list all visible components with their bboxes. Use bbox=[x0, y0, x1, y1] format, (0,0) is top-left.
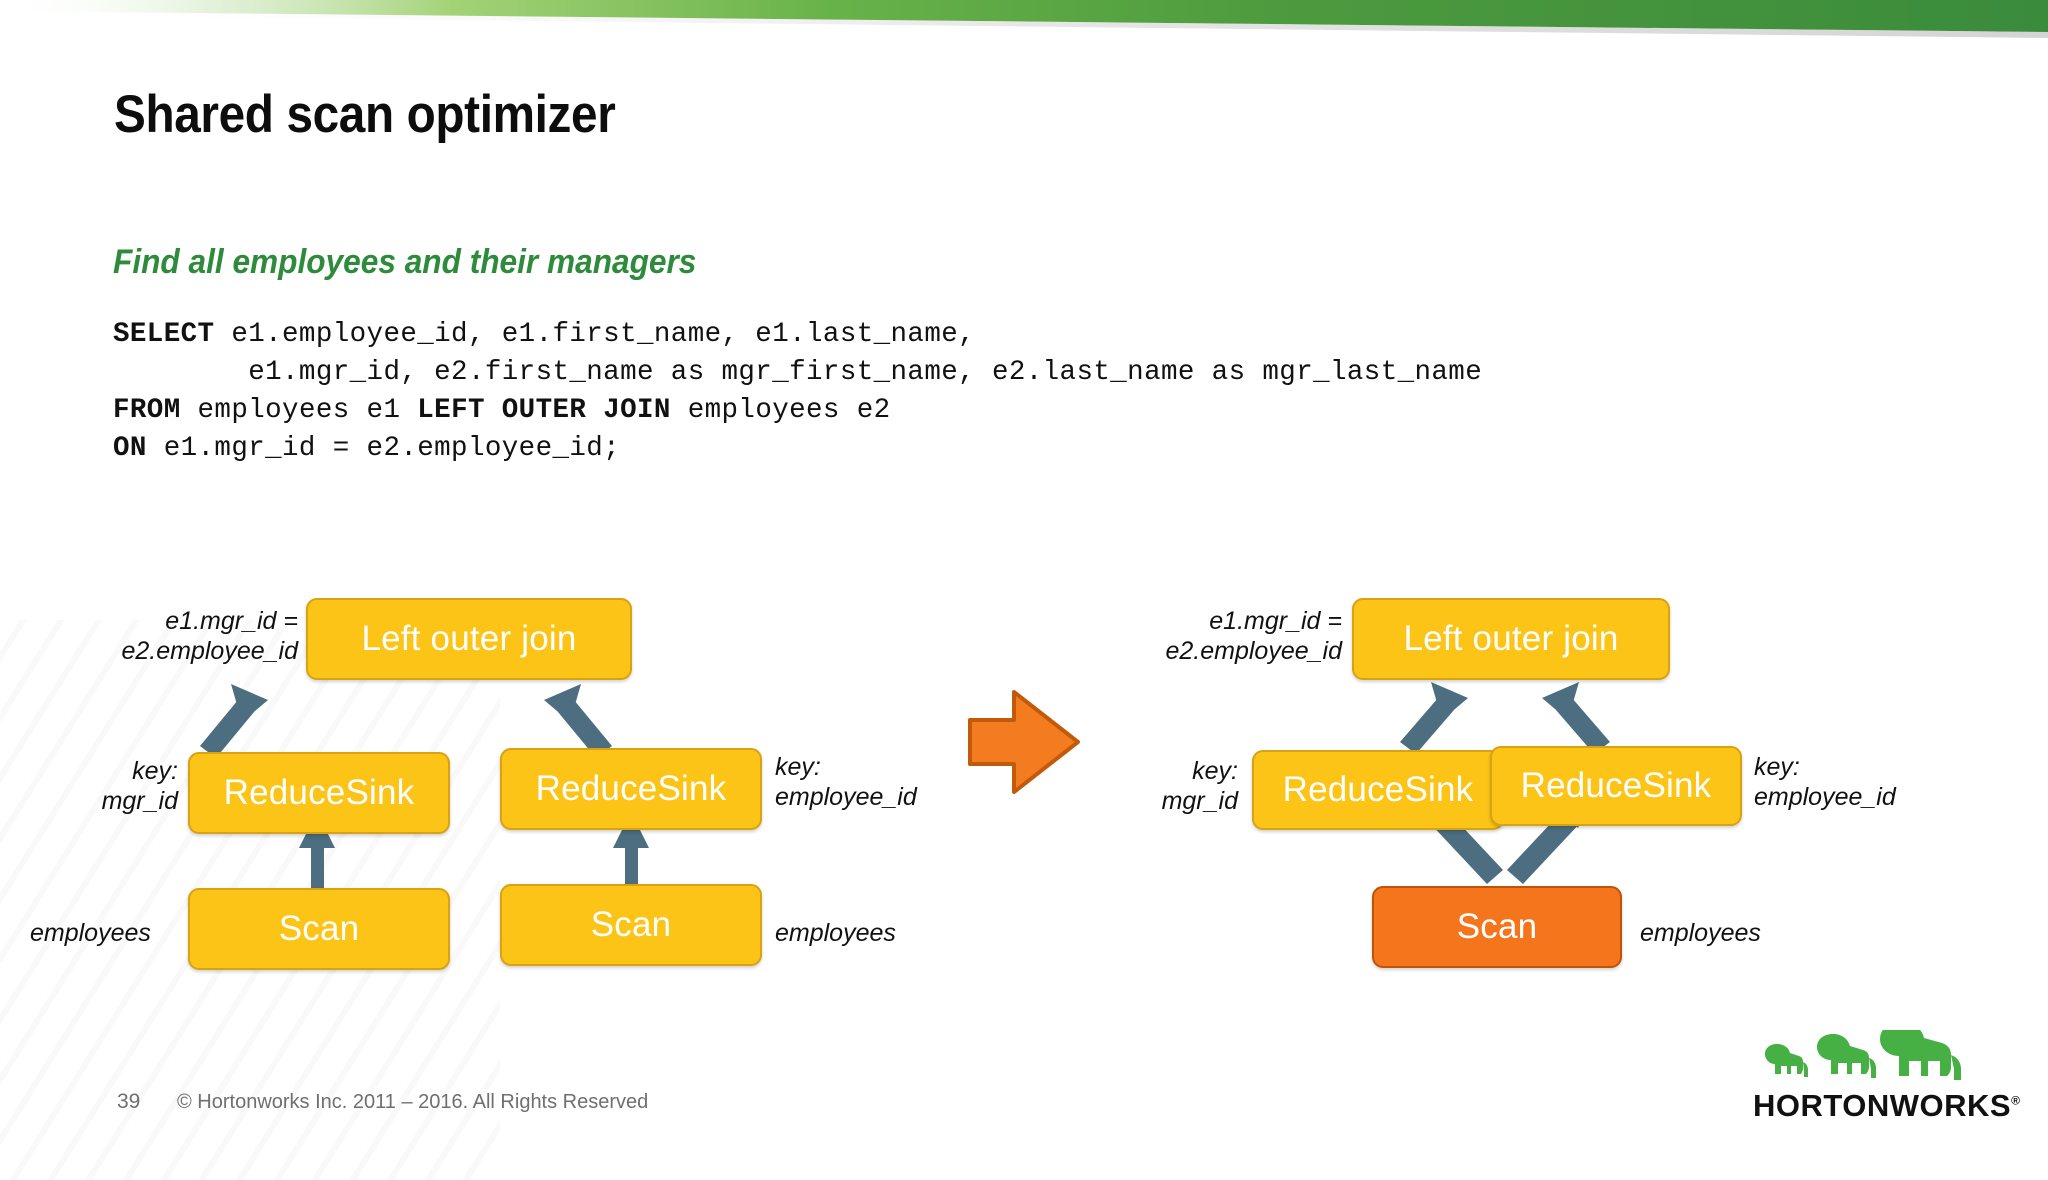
label-key-employee-id: key: employee_id bbox=[775, 752, 975, 812]
label-key-employee-id: key: employee_id bbox=[1754, 752, 1994, 812]
node-label: Left outer join bbox=[361, 619, 577, 658]
top-banner bbox=[0, 0, 2048, 46]
label-join-condition-line1: e1.mgr_id = bbox=[1209, 607, 1342, 635]
node-label: ReduceSink bbox=[223, 773, 415, 812]
node-label: Scan bbox=[590, 905, 672, 944]
footer-page-number: 39 bbox=[117, 1090, 141, 1113]
transition-arrow-icon bbox=[966, 682, 1082, 807]
sql-code-block: SELECT e1.employee_id, e1.first_name, e1… bbox=[113, 316, 1482, 468]
label-join-condition-line2: e2.employee_id bbox=[121, 637, 298, 665]
node-label: Scan bbox=[1456, 907, 1538, 946]
label-key-line1: key: bbox=[1754, 753, 1800, 781]
hortonworks-logo: HORTONWORKS® bbox=[1753, 1022, 2020, 1126]
node-scan-shared[interactable]: Scan bbox=[1372, 886, 1622, 968]
node-label: ReduceSink bbox=[1520, 766, 1712, 805]
sql-keyword-from: FROM bbox=[113, 395, 181, 426]
label-key-line2: employee_id bbox=[775, 783, 917, 811]
diagram-left-arrows bbox=[200, 684, 649, 898]
page-title: Shared scan optimizer bbox=[114, 85, 616, 144]
label-table-employees-left: employees bbox=[30, 919, 151, 947]
footer-copyright: © Hortonworks Inc. 2011 – 2016. All Righ… bbox=[177, 1091, 649, 1113]
label-key-mgr-id: key: mgr_id bbox=[18, 756, 178, 816]
node-left-outer-join[interactable]: Left outer join bbox=[1352, 598, 1670, 680]
node-label: Left outer join bbox=[1403, 619, 1619, 658]
sql-line1-body: e1.employee_id, e1.first_name, e1.last_n… bbox=[214, 319, 976, 350]
node-label: ReduceSink bbox=[535, 769, 727, 808]
label-key-line1: key: bbox=[775, 753, 821, 781]
node-scan-right[interactable]: Scan bbox=[500, 884, 762, 966]
node-reducesink-left[interactable]: ReduceSink bbox=[1252, 750, 1504, 830]
logo-trademark: ® bbox=[2011, 1093, 2021, 1108]
diagram-after-optimization: Left outer join e1.mgr_id = e2.employee_… bbox=[1090, 0, 2048, 1152]
sql-keyword-select: SELECT bbox=[113, 319, 215, 350]
node-left-outer-join[interactable]: Left outer join bbox=[306, 598, 632, 680]
elephants-icon bbox=[1765, 1022, 1961, 1080]
node-scan-left[interactable]: Scan bbox=[188, 888, 450, 970]
node-label: Scan bbox=[278, 909, 360, 948]
label-join-condition-line2: e2.employee_id bbox=[1165, 637, 1342, 665]
label-join-condition: e1.mgr_id = e2.employee_id bbox=[100, 606, 298, 666]
slide-subtitle: Find all employees and their managers bbox=[113, 243, 697, 281]
logo-wordmark: HORTONWORKS® bbox=[1753, 1088, 2020, 1124]
label-key-mgr-id: key: mgr_id bbox=[1080, 756, 1238, 816]
label-key-line2: mgr_id bbox=[101, 787, 178, 815]
label-key-line2: employee_id bbox=[1754, 783, 1896, 811]
diagram-before-optimization: Left outer join e1.mgr_id = e2.employee_… bbox=[0, 0, 1000, 1152]
label-key-line2: mgr_id bbox=[1161, 787, 1238, 815]
sql-line3-body: employees e2 bbox=[670, 395, 891, 426]
node-reducesink-right[interactable]: ReduceSink bbox=[1490, 746, 1742, 826]
label-join-condition: e1.mgr_id = e2.employee_id bbox=[1142, 606, 1342, 666]
node-reducesink-right[interactable]: ReduceSink bbox=[500, 748, 762, 830]
label-table-employees-shared: employees bbox=[1640, 919, 1761, 947]
label-join-condition-line1: e1.mgr_id = bbox=[165, 607, 298, 635]
sql-line3-mid: employees e1 bbox=[180, 395, 418, 426]
sql-line4-body: e1.mgr_id = e2.employee_id; bbox=[146, 433, 621, 464]
node-label: ReduceSink bbox=[1282, 770, 1474, 809]
node-reducesink-left[interactable]: ReduceSink bbox=[188, 752, 450, 834]
label-key-line1: key: bbox=[1192, 757, 1238, 785]
sql-line2: e1.mgr_id, e2.first_name as mgr_first_na… bbox=[113, 357, 1483, 388]
sql-keyword-on: ON bbox=[113, 433, 147, 464]
sql-keyword-left-outer-join: LEFT OUTER JOIN bbox=[417, 395, 671, 426]
label-table-employees-right: employees bbox=[775, 919, 896, 947]
diagram-right-arrows bbox=[1400, 682, 1610, 884]
logo-wordmark-text: HORTONWORKS bbox=[1753, 1088, 2012, 1123]
label-key-line1: key: bbox=[132, 757, 178, 785]
